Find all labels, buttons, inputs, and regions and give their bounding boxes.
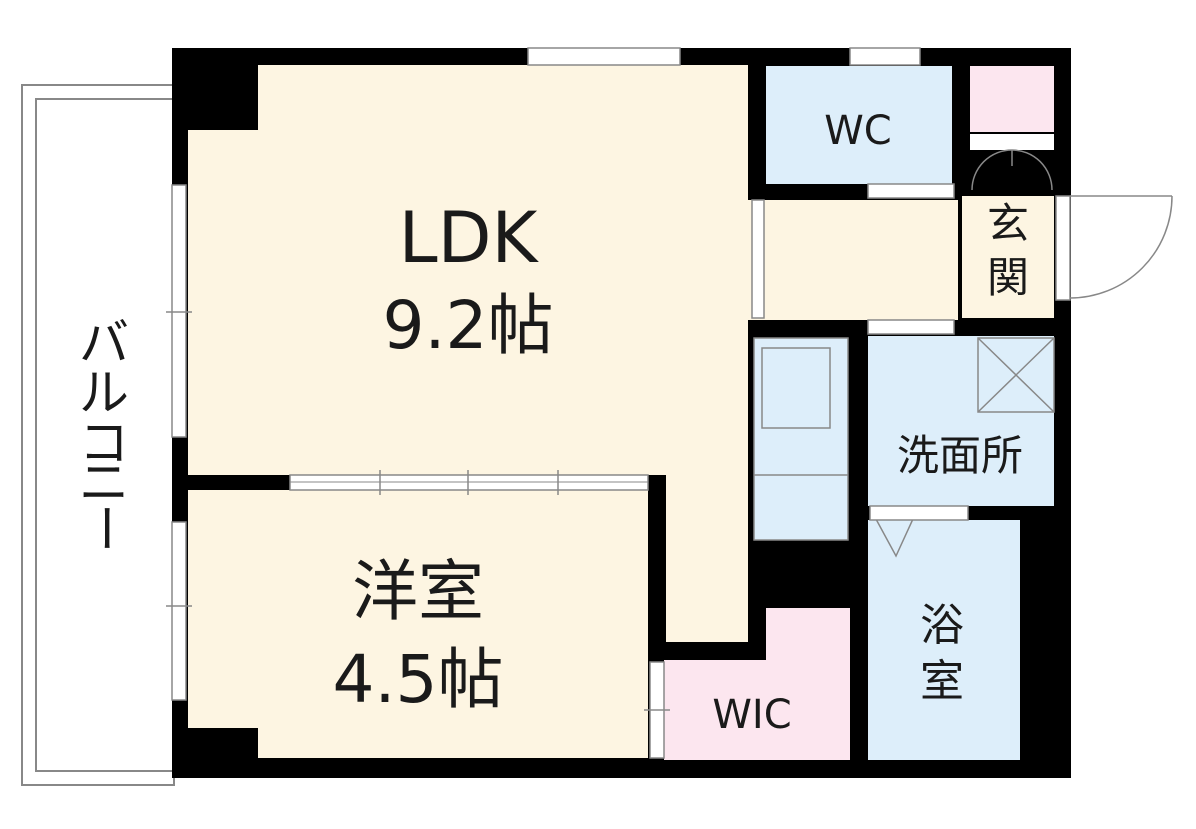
washroom-label: 洗面所 [897,431,1023,480]
windows [171,47,921,701]
bath-label-2: 室 [920,656,964,707]
entrance-label-1: 玄 [987,199,1029,248]
svg-text:バ: バ [79,314,129,372]
wc-floor [766,66,952,184]
sliding-doors [289,470,649,495]
western-floor [188,490,648,758]
shoe-closet [970,66,1054,132]
svg-text:ニ: ニ [79,454,129,512]
kitchen-counter [753,337,849,541]
wic-floor [664,608,850,760]
washroom-floor [868,336,1054,506]
ldk-name: LDK [399,197,540,279]
balcony-label: バ ル コ ニ ー [76,314,134,553]
ldk-floor [188,65,748,642]
ldk-size: 9.2帖 [383,287,554,364]
entrance-label-2: 関 [987,253,1029,302]
svg-text:ル: ル [79,364,129,422]
wic-label: WIC [712,692,791,738]
entrance-door [1055,195,1173,301]
svg-text:ー: ー [76,503,134,553]
svg-text:コ: コ [79,414,129,472]
hallway-floor [748,200,958,320]
wc-label: WC [824,108,891,154]
western-size: 4.5帖 [333,641,504,718]
bath-floor [868,520,1020,760]
entrance-floor [962,196,1054,318]
balcony [21,84,175,786]
bath-label-1: 浴 [920,600,964,651]
western-name: 洋室 [352,553,484,630]
